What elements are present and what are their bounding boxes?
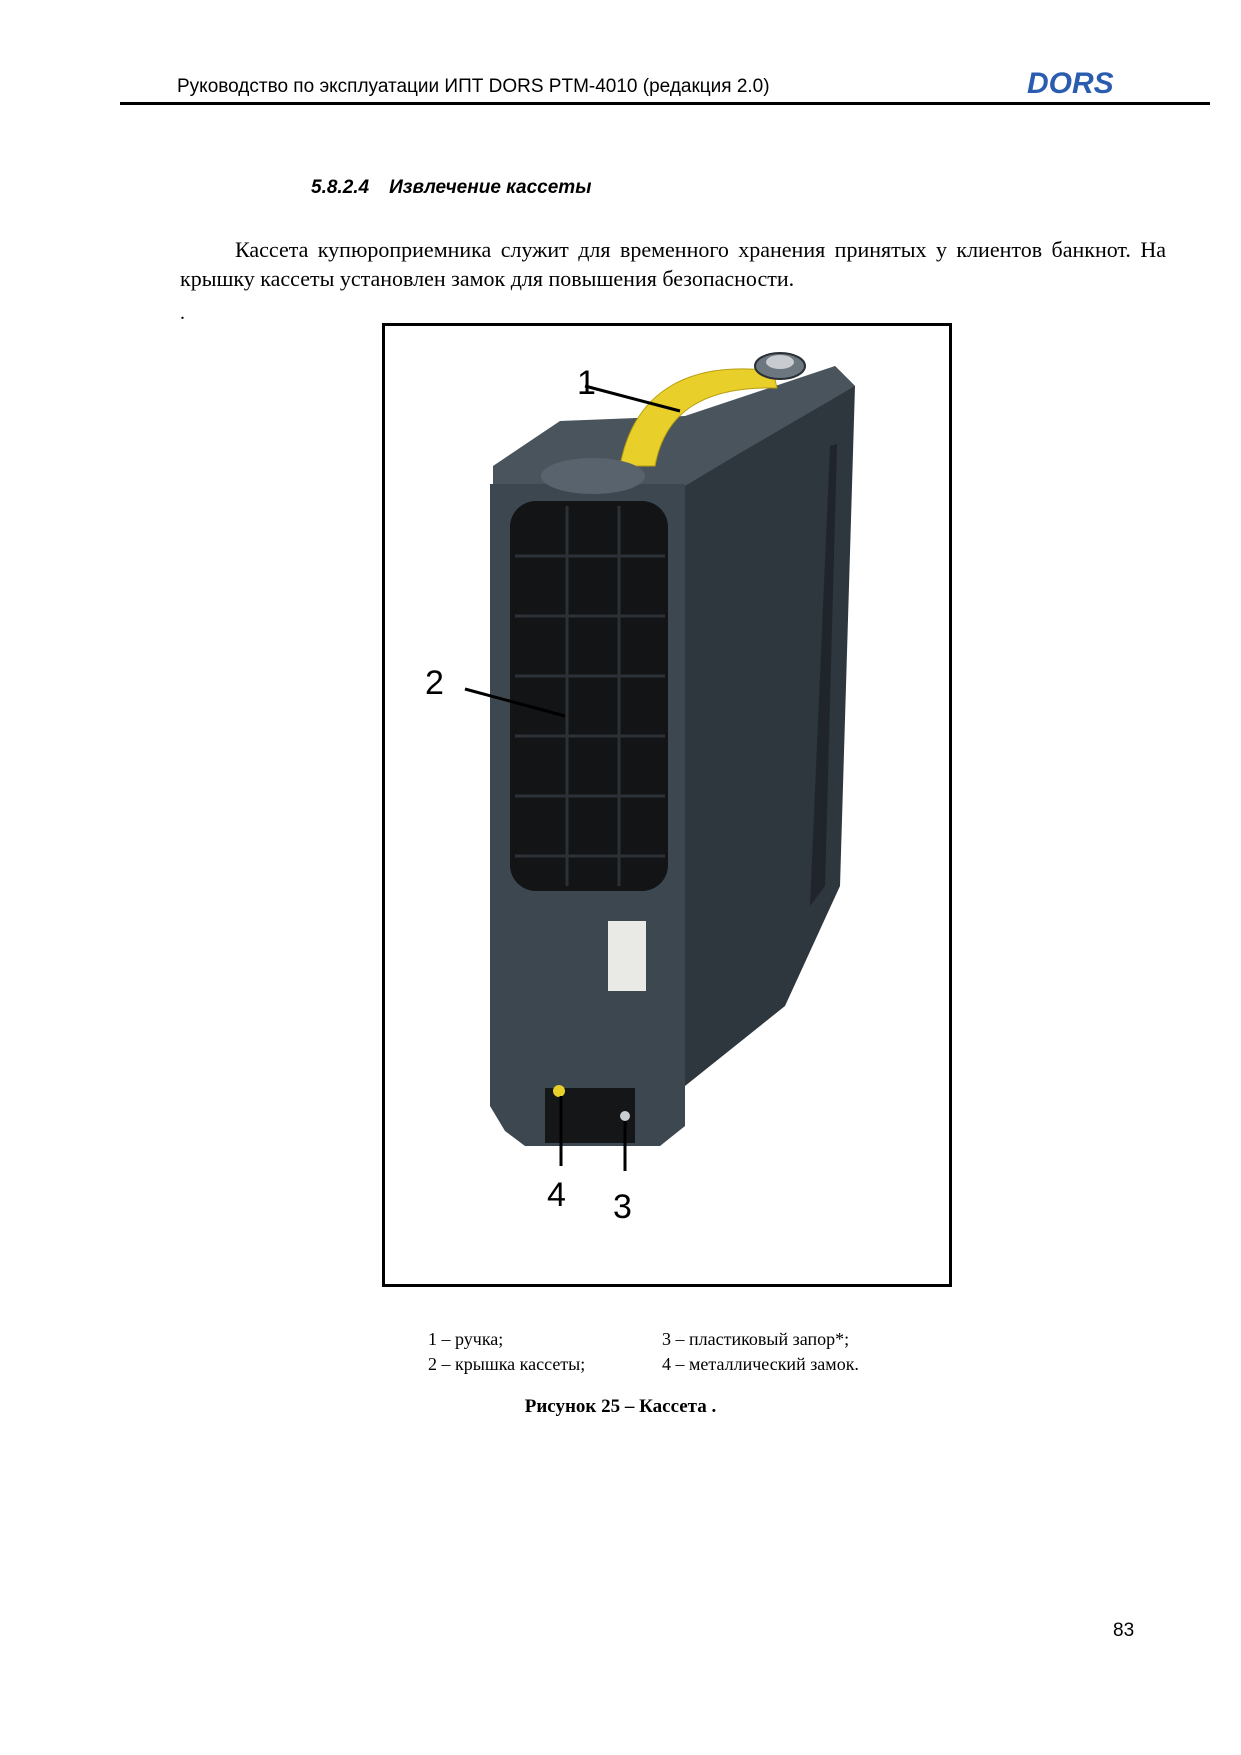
section-number: 5.8.2.4 [311,177,370,198]
legend-right-column: 3 – пластиковый запор*; 4 – металлически… [662,1327,859,1377]
callout-1: 1 [577,364,596,402]
lid-ribs [515,506,665,886]
cassette-lid-window [510,501,668,891]
callout-lines [464,384,681,1171]
section-title: Извлечение кассеты [389,177,592,198]
figure-caption: Рисунок 25 – Кассета . [524,1396,717,1417]
logo-text: DORS [1027,67,1114,99]
cassette-top [493,366,855,486]
body-paragraph: Кассета купюроприемника служит для време… [180,237,1166,291]
callout-2: 2 [425,664,444,702]
cassette-side [685,366,855,1086]
callout-4: 4 [547,1176,566,1214]
label-sticker [608,921,646,991]
plastic-latch [620,1111,630,1121]
page-header: Руководство по эксплуатации ИПТ DORS PTM… [120,67,1210,105]
metal-lock [553,1085,565,1097]
cassette-side-rail [810,444,837,906]
stray-dot: . [180,302,185,324]
cassette-figure: 1 2 4 3 [382,323,952,1287]
callout-labels: 1 2 4 3 [425,364,632,1226]
section-heading: 5.8.2.4 Извлечение кассеты [311,177,591,199]
front-cap [541,458,645,494]
legend-item: 1 – ручка; [428,1329,504,1349]
legend-item: 2 – крышка кассеты; [428,1354,586,1374]
dors-logo: DORS [1027,67,1114,99]
legend-left-column: 1 – ручка; 2 – крышка кассеты; [428,1327,585,1377]
header-title: Руководство по эксплуатации ИПТ DORS PTM… [177,76,770,97]
legend-item: 3 – пластиковый запор*; [662,1329,850,1349]
page-number: 83 [1113,1620,1135,1641]
callout-3: 3 [613,1188,632,1226]
legend-item: 4 – металлический замок. [662,1354,859,1374]
cassette-illustration: 1 2 4 3 [425,352,855,1226]
